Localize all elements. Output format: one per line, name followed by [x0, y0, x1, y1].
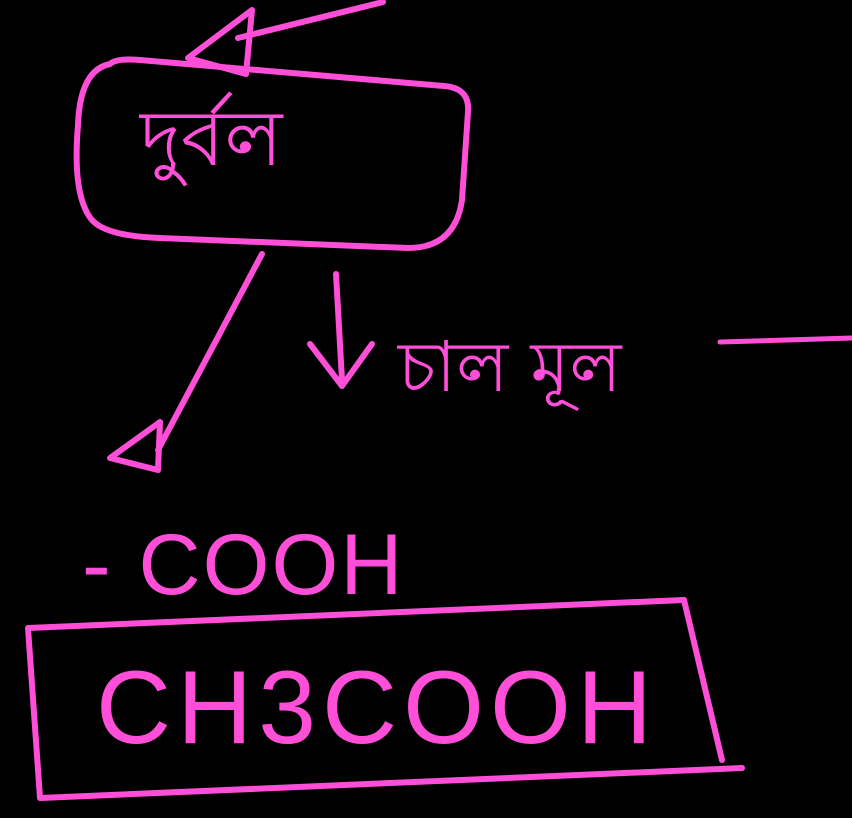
arrow-left-icon	[185, 0, 386, 77]
arrow-down-icon	[307, 271, 375, 389]
formula-text: CH3COOH	[96, 650, 659, 766]
formula-box	[25, 597, 745, 801]
functional-group-text: - COOH	[82, 517, 405, 613]
word-box	[73, 56, 472, 251]
property-text: চাল মূল	[398, 326, 622, 408]
boxed-word: দুর্বল	[140, 94, 283, 184]
arrow-down-left-icon	[107, 251, 265, 473]
underline-right	[717, 335, 852, 345]
